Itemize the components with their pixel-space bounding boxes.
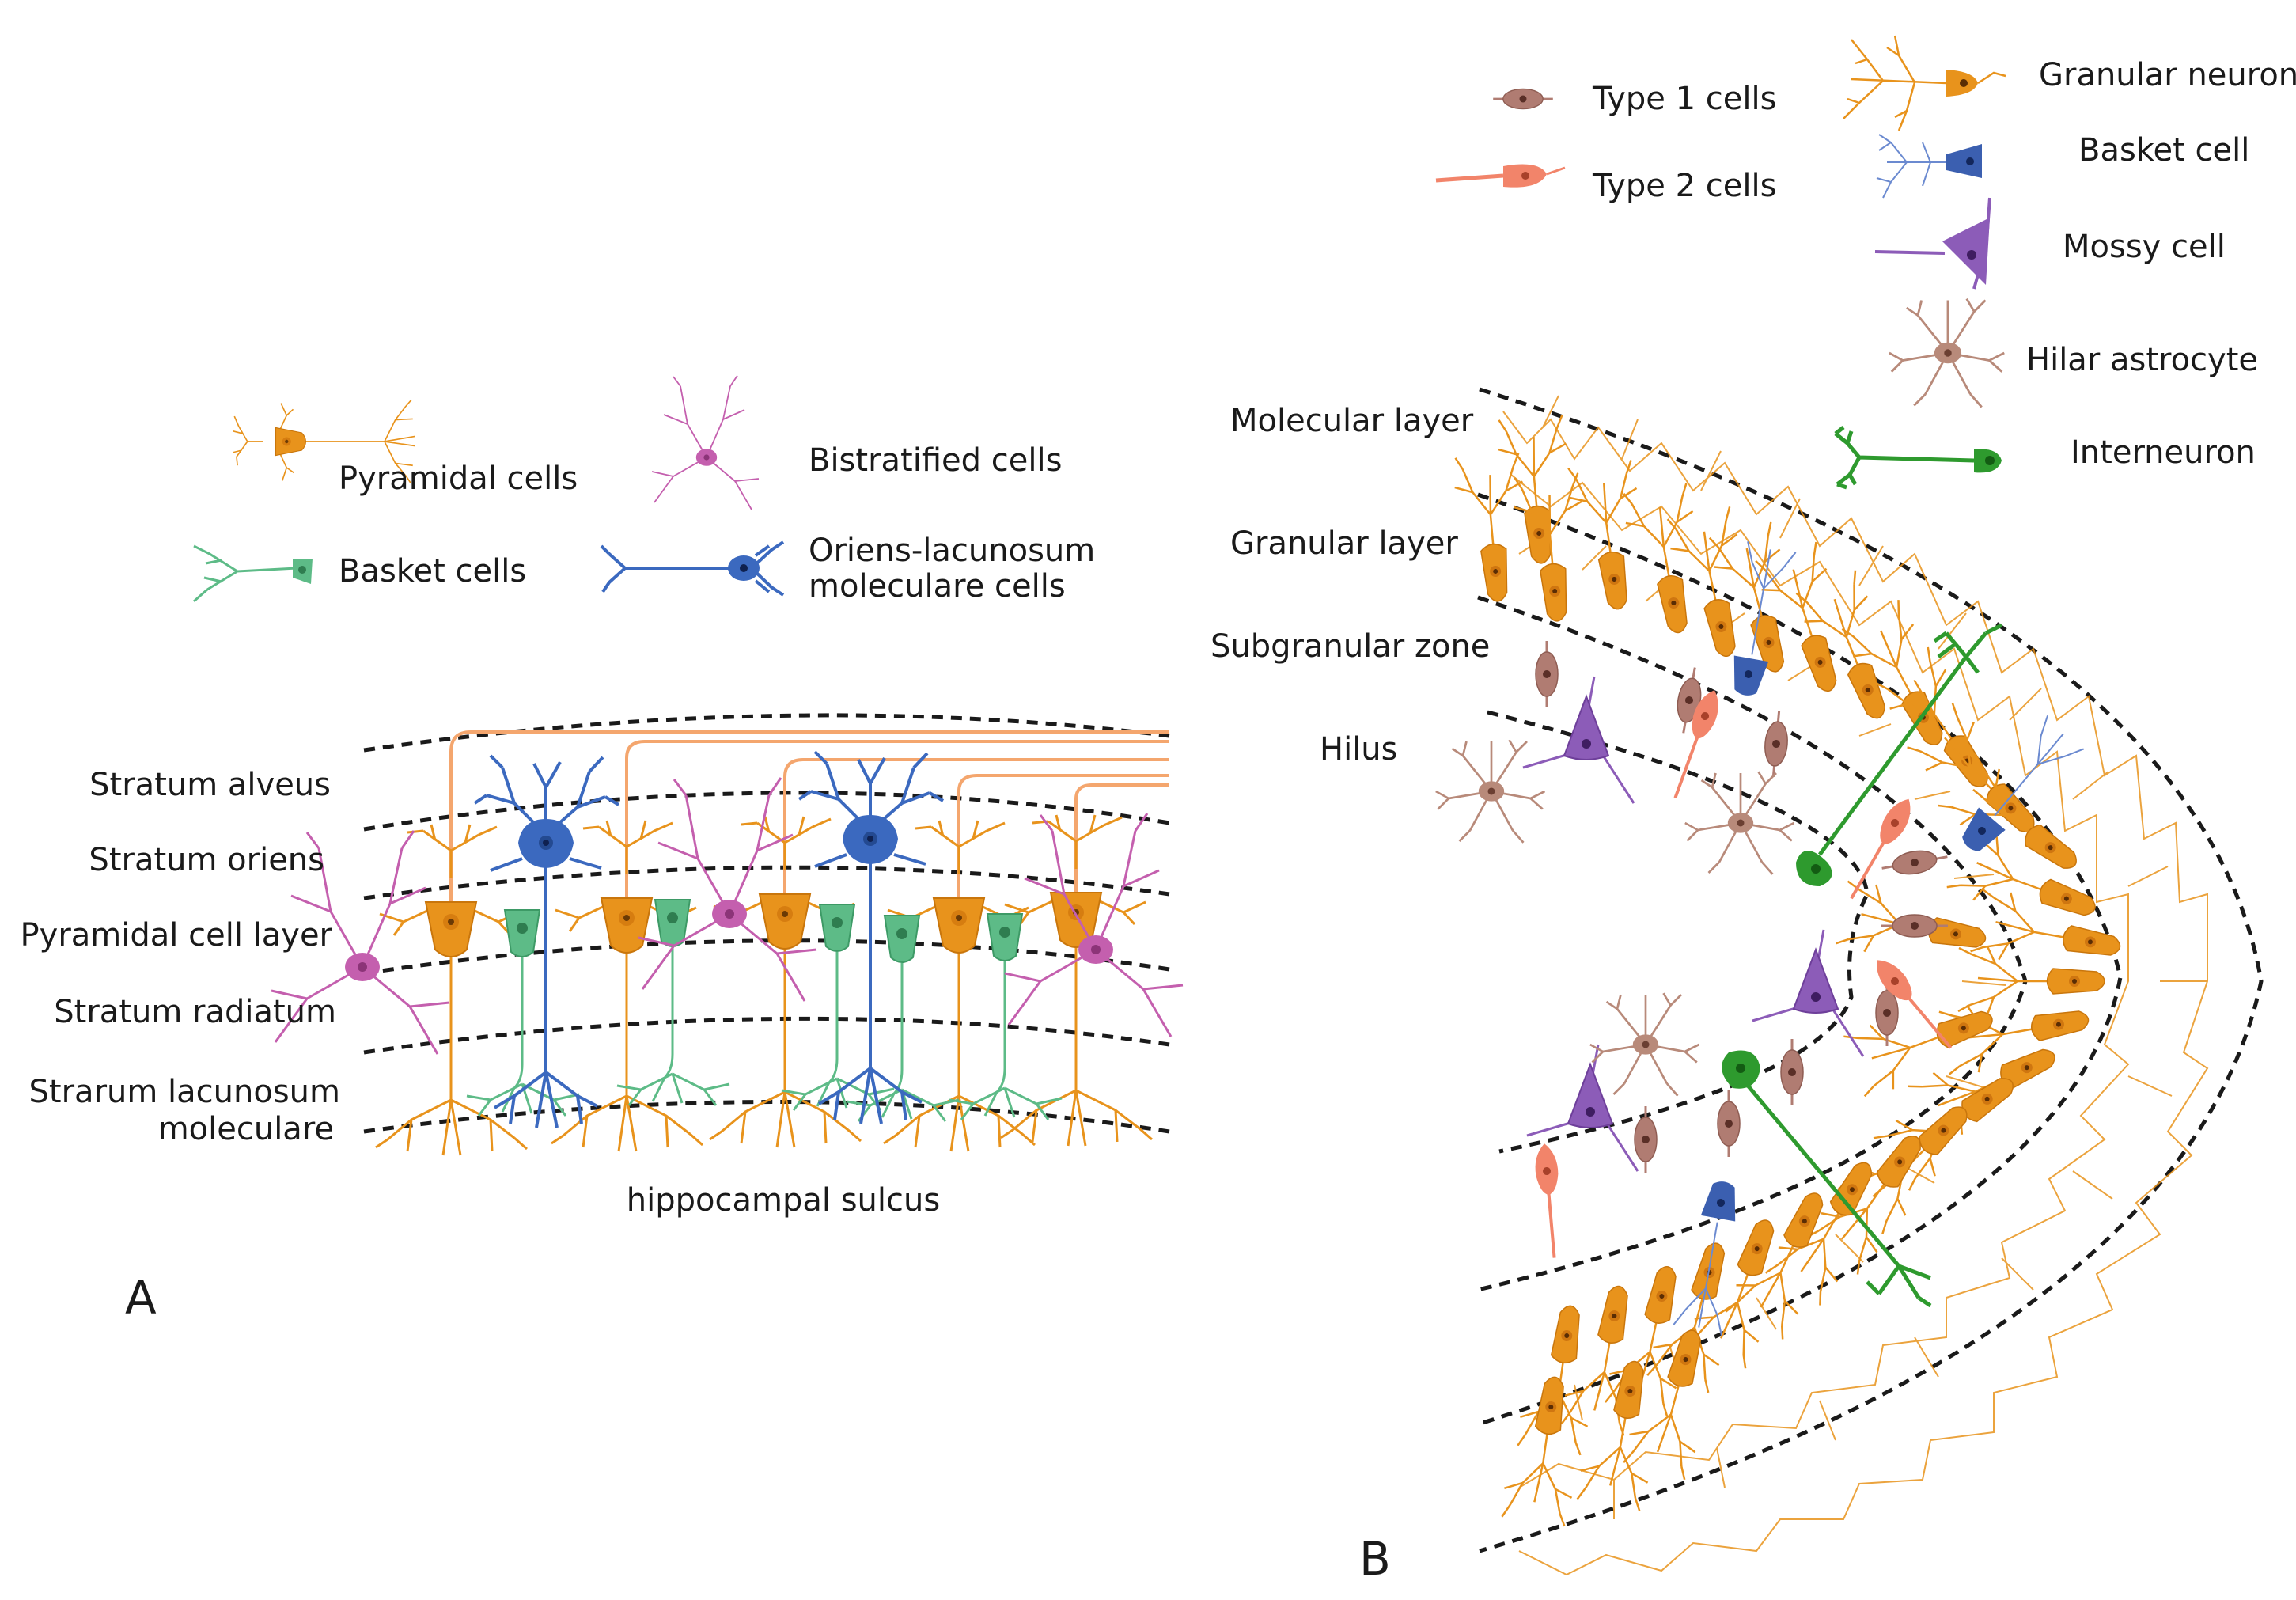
panel-a: Pyramidal cells Basket cells Bistratifie… [21,374,1184,1325]
legend-olm-label-2: moleculare cells [809,568,1066,605]
dentate-layer-boundaries [1477,387,2264,1553]
panel-a-layer-boundaries [363,713,1170,1134]
legend-basket-b: Basket cell [1876,132,2249,199]
layer-label-radiatum: Stratum radiatum [54,994,336,1030]
layer-label-alveus: Stratum alveus [89,767,331,803]
type1-cell [1878,844,1951,881]
granular-neuron [1451,451,1534,605]
basket-cell-blue-icon [1876,134,1946,199]
olm-cell-icon [600,544,728,593]
legend-olm: Oriens-lacunosum moleculare cells [600,533,1095,605]
type1-cell [1633,1105,1658,1174]
layer-label-granular: Granular layer [1230,525,1458,562]
legend-basket-b-label: Basket cell [2078,132,2249,169]
legend-granular: Granular neuron [1843,35,2296,131]
sulcus-label: hippocampal sulcus [627,1182,940,1219]
granular-neuron [1563,458,1654,615]
legend-mossy: Mossy cell [1874,197,2226,290]
type2-cell-icon [1435,173,1504,183]
granular-neuron [1510,471,1593,625]
legend-type1-label: Type 1 cells [1592,81,1776,117]
interneuron-processes [1817,623,2003,856]
hilus-cells [1434,540,2086,1336]
hilar-astrocyte [1684,770,1795,876]
legend-type2: Type 2 cells [1435,164,1776,204]
panel-b: Type 1 cells Type 2 cells Granular neuro… [1211,35,2296,1586]
legend-bistratified-label: Bistratified cells [809,442,1062,479]
pyramidal-cell [550,819,704,1153]
interneurons [1722,623,2003,1308]
legend-bistratified: Bistratified cells [651,374,1062,510]
type1-cell [1779,1037,1805,1107]
granular-neuron-icon [1843,35,1947,131]
legend-pyramidal: Pyramidal cells [232,399,578,497]
type1-cell-icon [1491,88,1555,110]
legend-interneuron: Interneuron [1834,426,2256,490]
granular-neuron [1574,1354,1669,1513]
legend-pyramidal-label: Pyramidal cells [339,461,578,497]
granular-neuron [1934,751,2097,893]
legend-basket-label: Basket cells [339,553,526,590]
bistratified-cell-icon [651,374,760,510]
legend-astrocyte-label: Hilar astrocyte [2026,342,2258,378]
type1-cell [1534,639,1559,709]
granular-neurons [1451,413,2127,1528]
hilar-astrocyte [1434,738,1546,844]
legend-astrocyte: Hilar astrocyte [1888,298,2258,408]
layer-label-lacunosum-1: Strarum lacunosum [29,1074,340,1110]
bistratified-cell [637,776,818,1003]
granular-neuron [1498,1371,1589,1528]
layer-label-pyramidal: Pyramidal cell layer [21,917,333,954]
type1-cell [1716,1089,1741,1158]
layer-label-hilus: Hilus [1320,731,1398,768]
hilar-astrocyte [1589,991,1700,1098]
granular-neuron [1514,1300,1605,1457]
legend-type2-label: Type 2 cells [1592,168,1776,204]
layer-label-molecular: Molecular layer [1230,403,1474,439]
legend-type1: Type 1 cells [1491,81,1776,117]
legend-basket: Basket cells [193,544,526,603]
legend-granular-label: Granular neuron [2039,57,2296,93]
interneuron-processes [1735,1071,1932,1308]
type2-cell [1531,1140,1567,1261]
layer-label-subgranular: Subgranular zone [1211,628,1490,665]
pyramidal-axons [449,730,1169,918]
layer-label-lacunosum-2: moleculare [158,1111,334,1147]
hilar-astrocyte-icon [1888,298,2006,408]
olm-cell [798,750,945,1125]
panel-b-letter: B [1359,1532,1391,1586]
interneuron-icon [1834,426,1975,490]
granular-neuron [1957,945,2106,1016]
mossy-cell [1521,675,1635,805]
legend-mossy-label: Mossy cell [2063,229,2226,265]
legend-olm-label-1: Oriens-lacunosum [809,533,1095,569]
panel-a-letter: A [125,1271,157,1325]
layer-label-oriens: Stratum oriens [89,842,324,878]
basket-cell-icon [193,544,297,603]
legend-interneuron-label: Interneuron [2071,434,2256,471]
